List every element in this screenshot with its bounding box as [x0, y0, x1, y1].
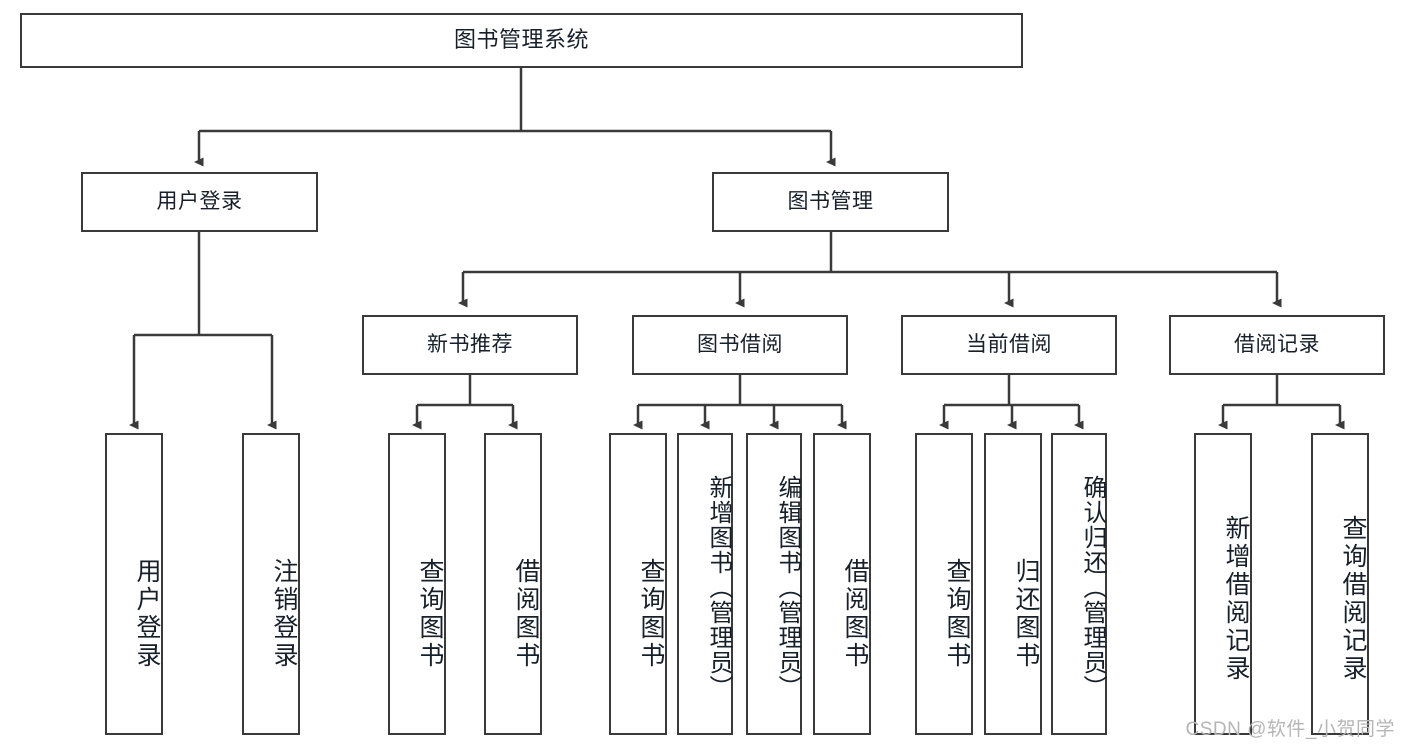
- node-leaf-add-book[interactable]: 新增图书（管理员）: [677, 433, 733, 735]
- node-label: 查询图书: [416, 558, 444, 670]
- node-leaf-query-record[interactable]: 查询借阅记录: [1311, 433, 1369, 735]
- node-label: 新增图书（管理员）: [705, 474, 732, 700]
- node-book-manage[interactable]: 图书管理: [712, 172, 949, 232]
- node-leaf-return-book[interactable]: 归还图书: [984, 433, 1042, 735]
- node-leaf-query-book-3[interactable]: 查询图书: [915, 433, 973, 735]
- node-label: 编辑图书（管理员）: [774, 474, 801, 700]
- node-leaf-user-login[interactable]: 用户登录: [105, 433, 163, 735]
- node-label: 借阅记录: [1234, 333, 1320, 357]
- node-label: 图书借阅: [697, 333, 783, 357]
- node-leaf-borrow-book-2[interactable]: 借阅图书: [813, 433, 871, 735]
- node-label: 图书管理: [787, 190, 874, 214]
- node-leaf-edit-book[interactable]: 编辑图书（管理员）: [746, 433, 802, 735]
- node-book-borrow[interactable]: 图书借阅: [632, 315, 848, 375]
- node-label: 当前借阅: [966, 333, 1052, 357]
- node-leaf-query-book-2[interactable]: 查询图书: [609, 433, 667, 735]
- node-label: 注销登录: [270, 558, 298, 670]
- node-leaf-logout[interactable]: 注销登录: [242, 433, 300, 735]
- node-label: 查询借阅记录: [1339, 515, 1367, 683]
- node-label: 借阅图书: [841, 558, 869, 670]
- node-leaf-query-book-1[interactable]: 查询图书: [388, 433, 446, 735]
- node-label: 归还图书: [1012, 558, 1040, 670]
- node-leaf-add-record[interactable]: 新增借阅记录: [1194, 433, 1252, 735]
- node-leaf-confirm-return[interactable]: 确认归还（管理员）: [1051, 433, 1107, 735]
- node-label: 图书管理系统: [453, 27, 589, 53]
- node-label: 新增借阅记录: [1222, 515, 1250, 683]
- watermark-text: CSDN @软件_小贺同学: [1185, 719, 1395, 740]
- node-label: 查询图书: [943, 558, 971, 670]
- node-label: 借阅图书: [512, 558, 540, 670]
- node-leaf-borrow-book-1[interactable]: 借阅图书: [484, 433, 542, 735]
- node-label: 用户登录: [156, 190, 243, 214]
- node-current-borrow[interactable]: 当前借阅: [901, 315, 1117, 375]
- node-label: 确认归还（管理员）: [1079, 474, 1106, 700]
- node-user-login[interactable]: 用户登录: [81, 172, 318, 232]
- node-new-book-recommend[interactable]: 新书推荐: [362, 315, 578, 375]
- node-root-system[interactable]: 图书管理系统: [20, 13, 1023, 68]
- node-label: 新书推荐: [427, 333, 513, 357]
- node-label: 查询图书: [637, 558, 665, 670]
- node-borrow-record[interactable]: 借阅记录: [1169, 315, 1385, 375]
- node-label: 用户登录: [133, 558, 161, 670]
